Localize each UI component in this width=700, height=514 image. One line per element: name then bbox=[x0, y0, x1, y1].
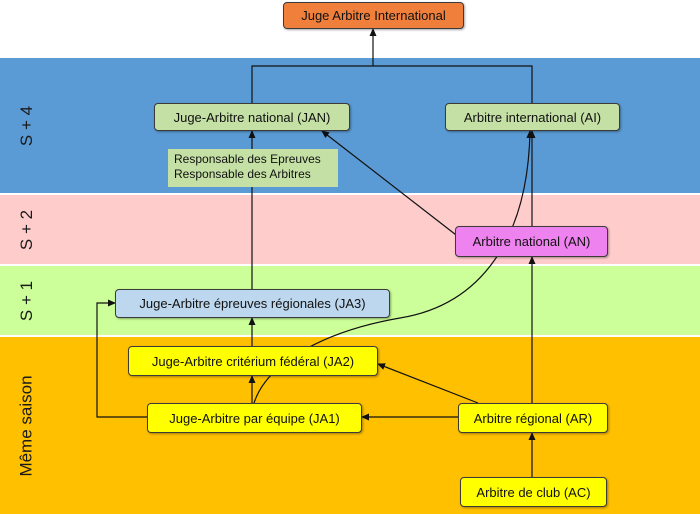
node-an: Arbitre national (AN) bbox=[455, 226, 608, 257]
node-ja3: Juge-Arbitre épreuves régionales (JA3) bbox=[115, 289, 390, 318]
node-ar: Arbitre régional (AR) bbox=[458, 403, 608, 433]
node-ai: Arbitre international (AI) bbox=[445, 103, 620, 131]
node-juge-arbitre-international: Juge Arbitre International bbox=[283, 2, 464, 29]
note-line-epreuves: Responsable des Epreuves bbox=[174, 152, 321, 166]
note-line-arbitres: Responsable des Arbitres bbox=[174, 167, 311, 181]
node-jan: Juge-Arbitre national (JAN) bbox=[154, 103, 350, 131]
arrow-an-jan bbox=[321, 130, 461, 239]
line-ai-merge bbox=[373, 65, 533, 103]
arrow-ar-ja2 bbox=[377, 363, 479, 404]
node-ac: Arbitre de club (AC) bbox=[460, 477, 607, 507]
line-jan-merge bbox=[251, 65, 373, 103]
node-ja2: Juge-Arbitre critérium fédéral (JA2) bbox=[128, 346, 378, 376]
note-responsibilities: Responsable des Epreuves Responsable des… bbox=[168, 149, 338, 187]
arrow-ja1-ja3 bbox=[96, 299, 147, 418]
node-ja1: Juge-Arbitre par équipe (JA1) bbox=[147, 403, 362, 433]
